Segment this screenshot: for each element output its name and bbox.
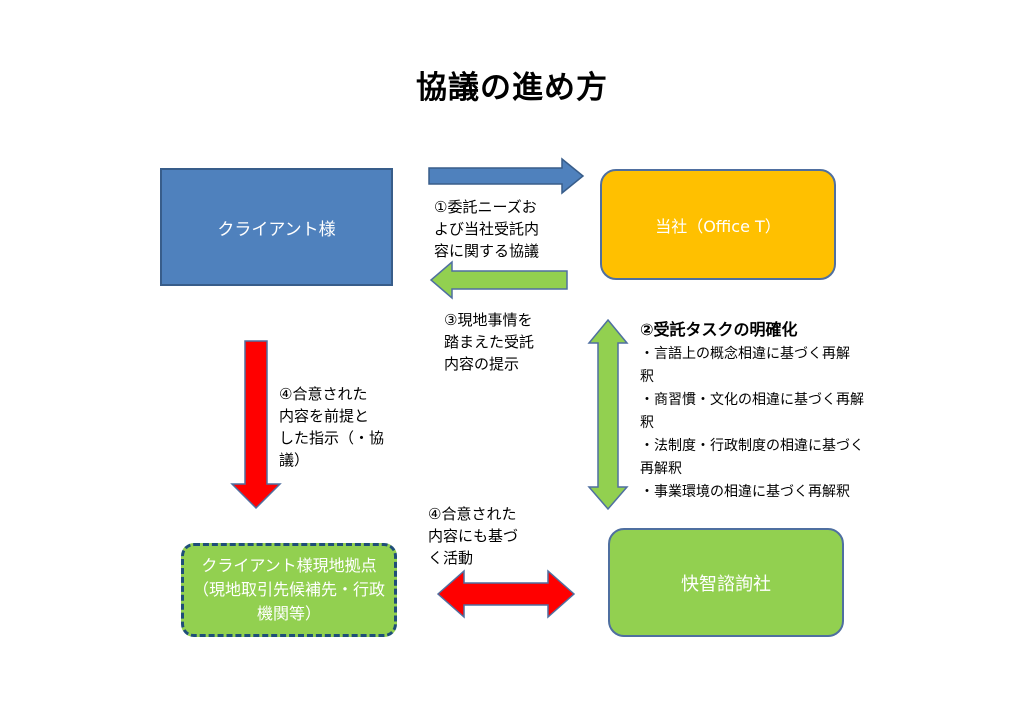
task-item: ・法制度・行政制度の相違に基づく 再解釈 [640,438,864,477]
note-consultation: ①委託ニーズお よび当社受託内 容に関する協議 [434,198,540,260]
task-item: ・商習慣・文化の相違に基づく再解 釈 [640,392,864,431]
arrow-right-blue [428,157,585,195]
note-proposal: ③現地事情を 踏まえた受託 内容の提示 [444,311,535,373]
task-heading: ②受託タスクの明確化 [640,320,798,339]
task-list: ・言語上の概念相違に基づく再解 釈 ・商習慣・文化の相違に基づく再解 釈 ・法制… [640,343,930,504]
note-activity: ④合意された 内容にも基づ く活動 [428,505,519,567]
kaichi-box: 快智諮詢社 [608,528,844,637]
arrow-leftright-red [436,569,576,619]
task-item: ・事業環境の相違に基づく再解釈 [640,484,850,500]
local-base-box: クライアント様現地拠点（現地取引先候補先・行政機関等） [181,543,397,637]
arrow-down-red [230,340,282,510]
local-base-box-label: クライアント様現地拠点（現地取引先候補先・行政機関等） [192,556,385,623]
client-box-label: クライアント様 [217,219,336,240]
page-title: 協議の進め方 [416,70,608,106]
task-item: ・言語上の概念相違に基づく再解 釈 [640,346,850,385]
arrow-updown-green [587,318,629,511]
client-box: クライアント様 [160,168,393,286]
kaichi-box-label: 快智諮詢社 [681,573,771,595]
office-box: 当社（Office T） [600,169,836,280]
office-box-label: 当社（Office T） [655,216,781,236]
arrow-left-green [429,260,568,300]
note-instruction: ④合意された 内容を前提と した指示（・協 議） [279,385,385,469]
